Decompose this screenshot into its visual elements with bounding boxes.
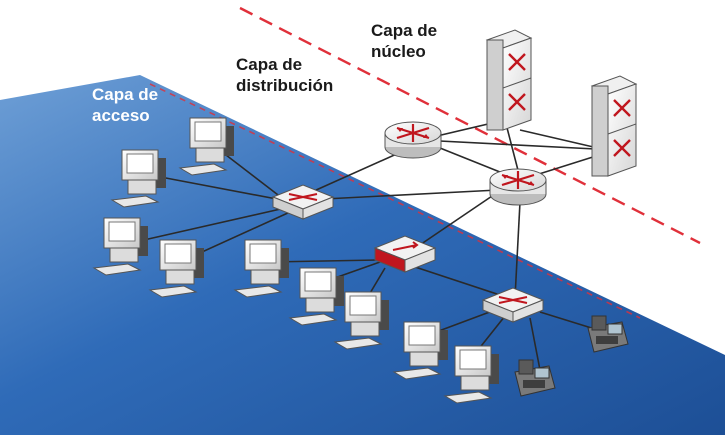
- access-layer-label: Capa de acceso: [92, 85, 159, 125]
- router-icon: [488, 167, 548, 207]
- core-distribution-separator: [239, 6, 701, 245]
- core-layer-label: Capa de núcleo: [371, 21, 438, 61]
- core-switch-icon: [590, 74, 638, 178]
- distribution-access-separator: [149, 83, 641, 319]
- router-icon: [383, 120, 443, 160]
- distribution-layer-label: Capa de distribución: [236, 55, 334, 95]
- background-blue-region: [0, 75, 725, 435]
- core-switch-icon: [485, 28, 533, 132]
